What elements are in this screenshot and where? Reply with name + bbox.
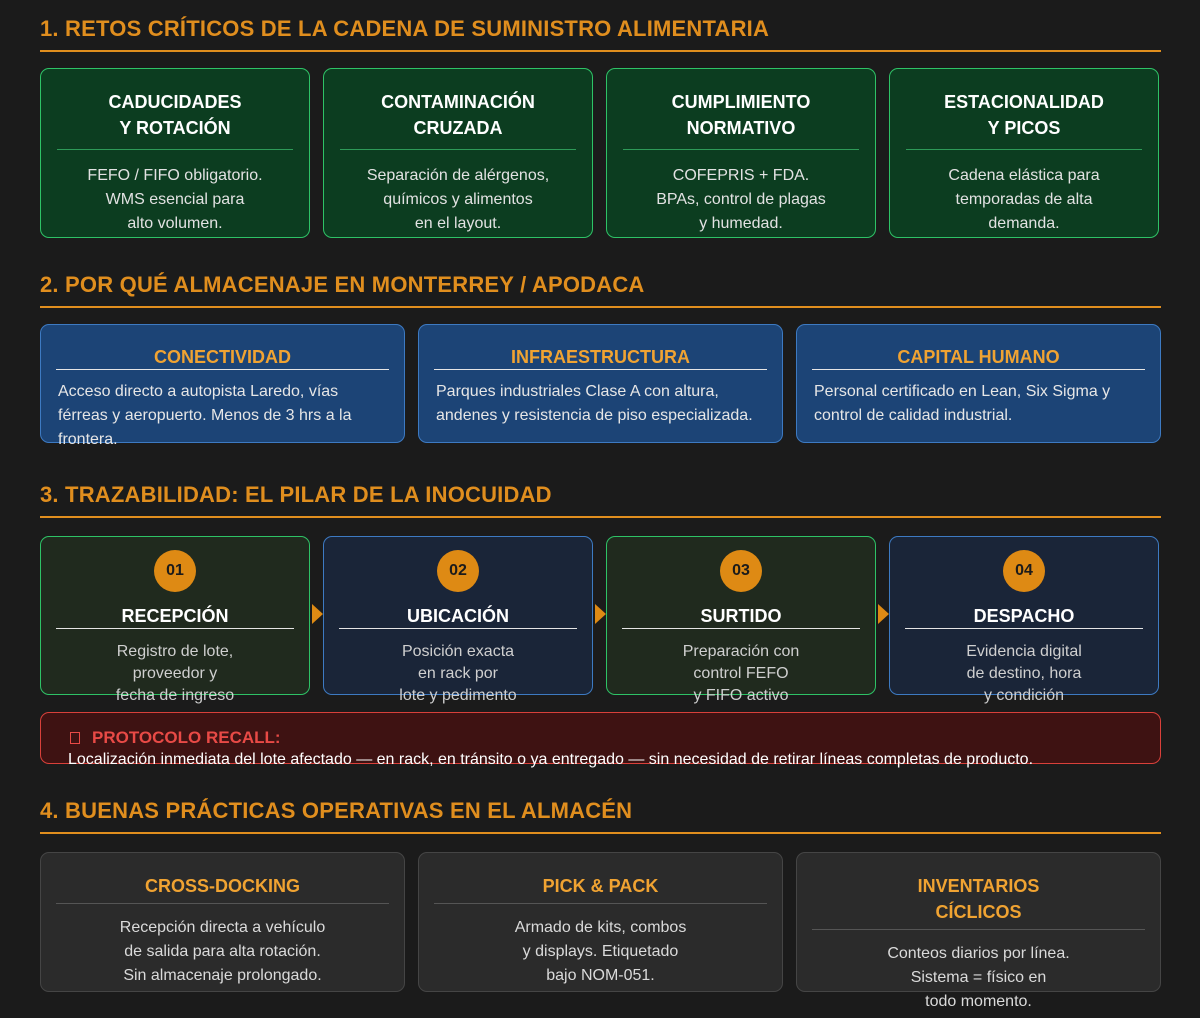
step-surtido: 03 SURTIDO Preparación con control FEFO … <box>606 536 876 704</box>
step-number-badge: 03 <box>720 550 762 592</box>
recall-protocol-box: PROTOCOLO RECALL: Localización inmediata… <box>40 712 1161 768</box>
card-cumplimiento: CUMPLIMIENTO NORMATIVO COFEPRIS + FDA. B… <box>606 68 876 238</box>
card-title: INFRAESTRUCTURA <box>434 345 767 370</box>
card-title: INVENTARIOS CÍCLICOS <box>812 873 1145 930</box>
step-title: SURTIDO <box>622 604 860 629</box>
card-desc: FEFO / FIFO obligatorio. WMS esencial pa… <box>57 149 293 236</box>
card-title: CUMPLIMIENTO NORMATIVO <box>671 92 811 138</box>
section-title-retos: 1. RETOS CRÍTICOS DE LA CADENA DE SUMINI… <box>40 16 1161 52</box>
card-desc: Armado de kits, combos y displays. Etiqu… <box>514 919 687 984</box>
recall-desc: Localización inmediata del lote afectado… <box>68 751 1034 768</box>
card-estacionalidad: ESTACIONALIDAD Y PICOS Cadena elástica p… <box>889 68 1159 238</box>
card-cross-docking: CROSS-DOCKING Recepción directa a vehícu… <box>40 852 405 992</box>
step-desc: Preparación con control FEFO y FIFO acti… <box>682 643 800 704</box>
card-capital-humano: CAPITAL HUMANO Personal certificado en L… <box>796 324 1161 443</box>
step-number-badge: 02 <box>437 550 479 592</box>
card-title: CROSS-DOCKING <box>56 873 389 904</box>
step-desc: Evidencia digital de destino, hora y con… <box>966 643 1082 704</box>
card-title: CAPITAL HUMANO <box>812 345 1145 370</box>
step-despacho: 04 DESPACHO Evidencia digital de destino… <box>889 536 1159 704</box>
step-number-badge: 01 <box>154 550 196 592</box>
recall-title: PROTOCOLO RECALL: <box>92 728 281 747</box>
section-title-monterrey: 2. POR QUÉ ALMACENAJE EN MONTERREY / APO… <box>40 272 1161 308</box>
card-desc: Acceso directo a autopista Laredo, vías … <box>58 383 352 448</box>
card-title: ESTACIONALIDAD Y PICOS <box>944 92 1104 138</box>
step-ubicacion: 02 UBICACIÓN Posición exacta en rack por… <box>323 536 593 704</box>
card-desc: Parques industriales Clase A con altura,… <box>436 383 753 424</box>
step-title: UBICACIÓN <box>339 604 577 629</box>
card-title: PICK & PACK <box>434 873 767 904</box>
arrow-right-icon <box>312 604 323 624</box>
step-number-badge: 04 <box>1003 550 1045 592</box>
card-contaminacion: CONTAMINACIÓN CRUZADA Separación de alér… <box>323 68 593 238</box>
arrow-right-icon <box>878 604 889 624</box>
card-title: CONECTIVIDAD <box>56 345 389 370</box>
arrow-right-icon <box>595 604 606 624</box>
step-recepcion: 01 RECEPCIÓN Registro de lote, proveedor… <box>40 536 310 704</box>
step-title: RECEPCIÓN <box>56 604 294 629</box>
card-inventarios-ciclicos: INVENTARIOS CÍCLICOS Conteos diarios por… <box>796 852 1161 1010</box>
section-title-buenas-practicas: 4. BUENAS PRÁCTICAS OPERATIVAS EN EL ALM… <box>40 798 1161 834</box>
step-desc: Registro de lote, proveedor y fecha de i… <box>115 643 235 704</box>
recall-heading: PROTOCOLO RECALL: <box>68 728 1160 748</box>
card-desc: Conteos diarios por línea. Sistema = fís… <box>887 945 1070 1010</box>
card-desc: Cadena elástica para temporadas de alta … <box>906 149 1142 236</box>
card-conectividad: CONECTIVIDAD Acceso directo a autopista … <box>40 324 405 448</box>
card-desc: COFEPRIS + FDA. BPAs, control de plagas … <box>623 149 859 236</box>
card-desc: Personal certificado en Lean, Six Sigma … <box>814 383 1111 424</box>
card-title: CADUCIDADES Y ROTACIÓN <box>108 92 242 138</box>
alert-icon <box>70 732 80 744</box>
step-desc: Posición exacta en rack por lote y pedim… <box>399 643 517 704</box>
card-title: CONTAMINACIÓN CRUZADA <box>381 92 535 138</box>
card-desc: Recepción directa a vehículo de salida p… <box>119 919 326 984</box>
card-caducidades: CADUCIDADES Y ROTACIÓN FEFO / FIFO oblig… <box>40 68 310 238</box>
step-title: DESPACHO <box>905 604 1143 629</box>
card-pick-pack: PICK & PACK Armado de kits, combos y dis… <box>418 852 783 992</box>
card-infraestructura: INFRAESTRUCTURA Parques industriales Cla… <box>418 324 783 443</box>
card-desc: Separación de alérgenos, químicos y alim… <box>340 149 576 236</box>
section-title-trazabilidad: 3. TRAZABILIDAD: EL PILAR DE LA INOCUIDA… <box>40 482 1161 518</box>
